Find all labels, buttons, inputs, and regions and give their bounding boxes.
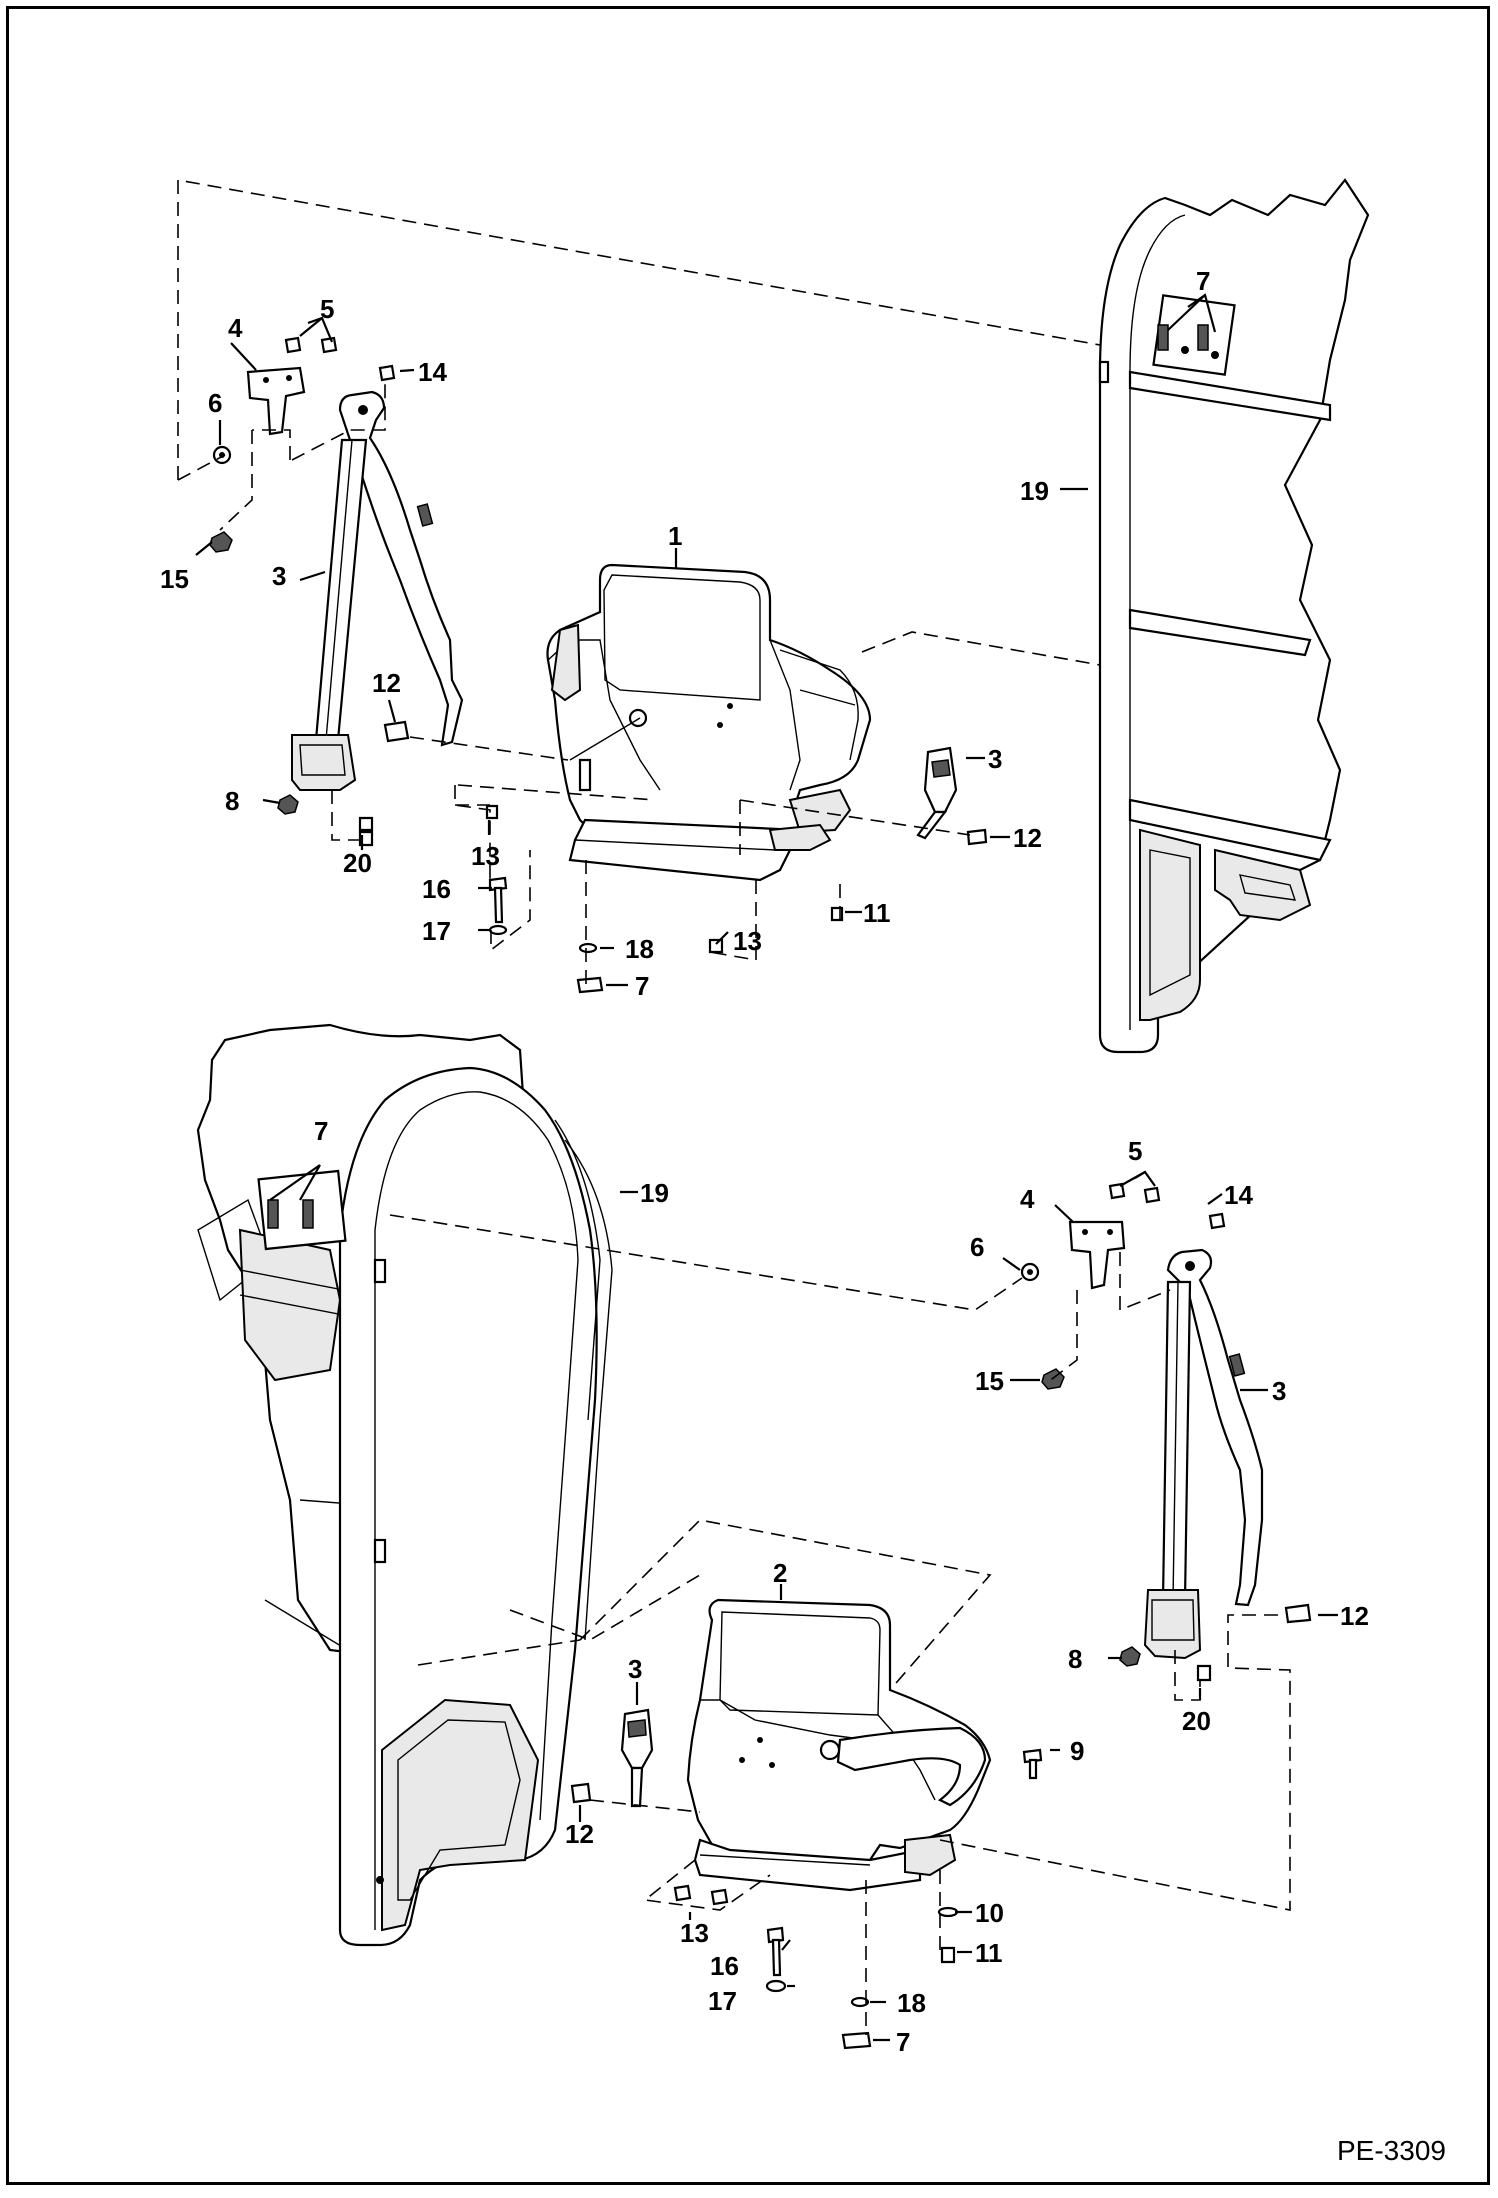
callout-20: 20	[343, 848, 372, 878]
callout-7: 7	[314, 1116, 328, 1146]
callout-5: 5	[320, 294, 334, 324]
seat-belt-lower-right	[1143, 1248, 1264, 1660]
diagram-border	[6, 6, 1490, 2185]
callout-13: 13	[733, 926, 762, 956]
figure-number: PE-3309	[1337, 2135, 1446, 2166]
leaders-upper	[195, 293, 1217, 987]
callout-9: 9	[1070, 1736, 1084, 1766]
callout-12: 12	[1013, 823, 1042, 853]
leaders-lower	[269, 1164, 1338, 2042]
callout-12: 12	[1340, 1601, 1369, 1631]
callout-6: 6	[970, 1232, 984, 1262]
callout-16: 16	[710, 1951, 739, 1981]
callout-5: 5	[1128, 1136, 1142, 1166]
mount-bracket-upper	[209, 336, 396, 553]
callout-14: 14	[418, 357, 447, 387]
seat-belt-buckle-lower	[620, 1708, 654, 1808]
rops-frame-upper	[1098, 178, 1370, 1054]
phantom-lines-upper	[177, 179, 1101, 990]
seat-belt-upper-left	[291, 390, 464, 791]
callout-20: 20	[1182, 1706, 1211, 1736]
callout-1: 1	[668, 521, 682, 551]
callout-8: 8	[225, 786, 239, 816]
callout-3: 3	[628, 1654, 642, 1684]
phantom-lines-lower	[389, 1214, 1291, 2035]
callout-13: 13	[471, 841, 500, 871]
callout-19: 19	[640, 1178, 669, 1208]
seat-base-upper	[568, 788, 852, 882]
callout-2: 2	[773, 1558, 787, 1588]
callout-4: 4	[228, 313, 243, 343]
callout-15: 15	[160, 564, 189, 594]
callout-12: 12	[372, 668, 401, 698]
callout-11: 11	[863, 898, 891, 928]
callout-4: 4	[1020, 1184, 1035, 1214]
callout-7: 7	[635, 971, 649, 1001]
callout-16: 16	[422, 874, 451, 904]
callout-19: 19	[1020, 476, 1049, 506]
callout-12: 12	[565, 1819, 594, 1849]
seat-belt-buckle-upper	[916, 746, 958, 840]
callout-6: 6	[208, 388, 222, 418]
callout-17: 17	[708, 1986, 737, 2016]
seat-upper	[546, 563, 872, 852]
callout-15: 15	[975, 1366, 1004, 1396]
callout-3: 3	[1272, 1376, 1286, 1406]
callout-11: 11	[975, 1938, 1003, 1968]
callout-3: 3	[988, 744, 1002, 774]
hardware-lower	[570, 1603, 1312, 2050]
callout-18: 18	[625, 934, 654, 964]
callout-18: 18	[897, 1988, 926, 2018]
callout-labels: 1 2 3 3 3 3 4 4 5 5 6 6 7 7 7 7 8 8 9 10…	[160, 266, 1446, 2166]
callout-13: 13	[680, 1918, 709, 1948]
seat-lower	[686, 1598, 992, 1867]
lower-assembly	[196, 1023, 1338, 2050]
callout-8: 8	[1068, 1644, 1082, 1674]
callout-3: 3	[272, 561, 286, 591]
seat-base-lower	[693, 1833, 957, 1892]
callout-7: 7	[1196, 266, 1210, 296]
callout-17: 17	[422, 916, 451, 946]
callout-14: 14	[1224, 1180, 1253, 1210]
mount-bracket-lower	[1020, 1182, 1226, 1390]
callout-7: 7	[896, 2027, 910, 2057]
rops-frame-lower	[257, 1066, 613, 1947]
callout-10: 10	[975, 1898, 1004, 1928]
upper-assembly	[177, 178, 1370, 1054]
